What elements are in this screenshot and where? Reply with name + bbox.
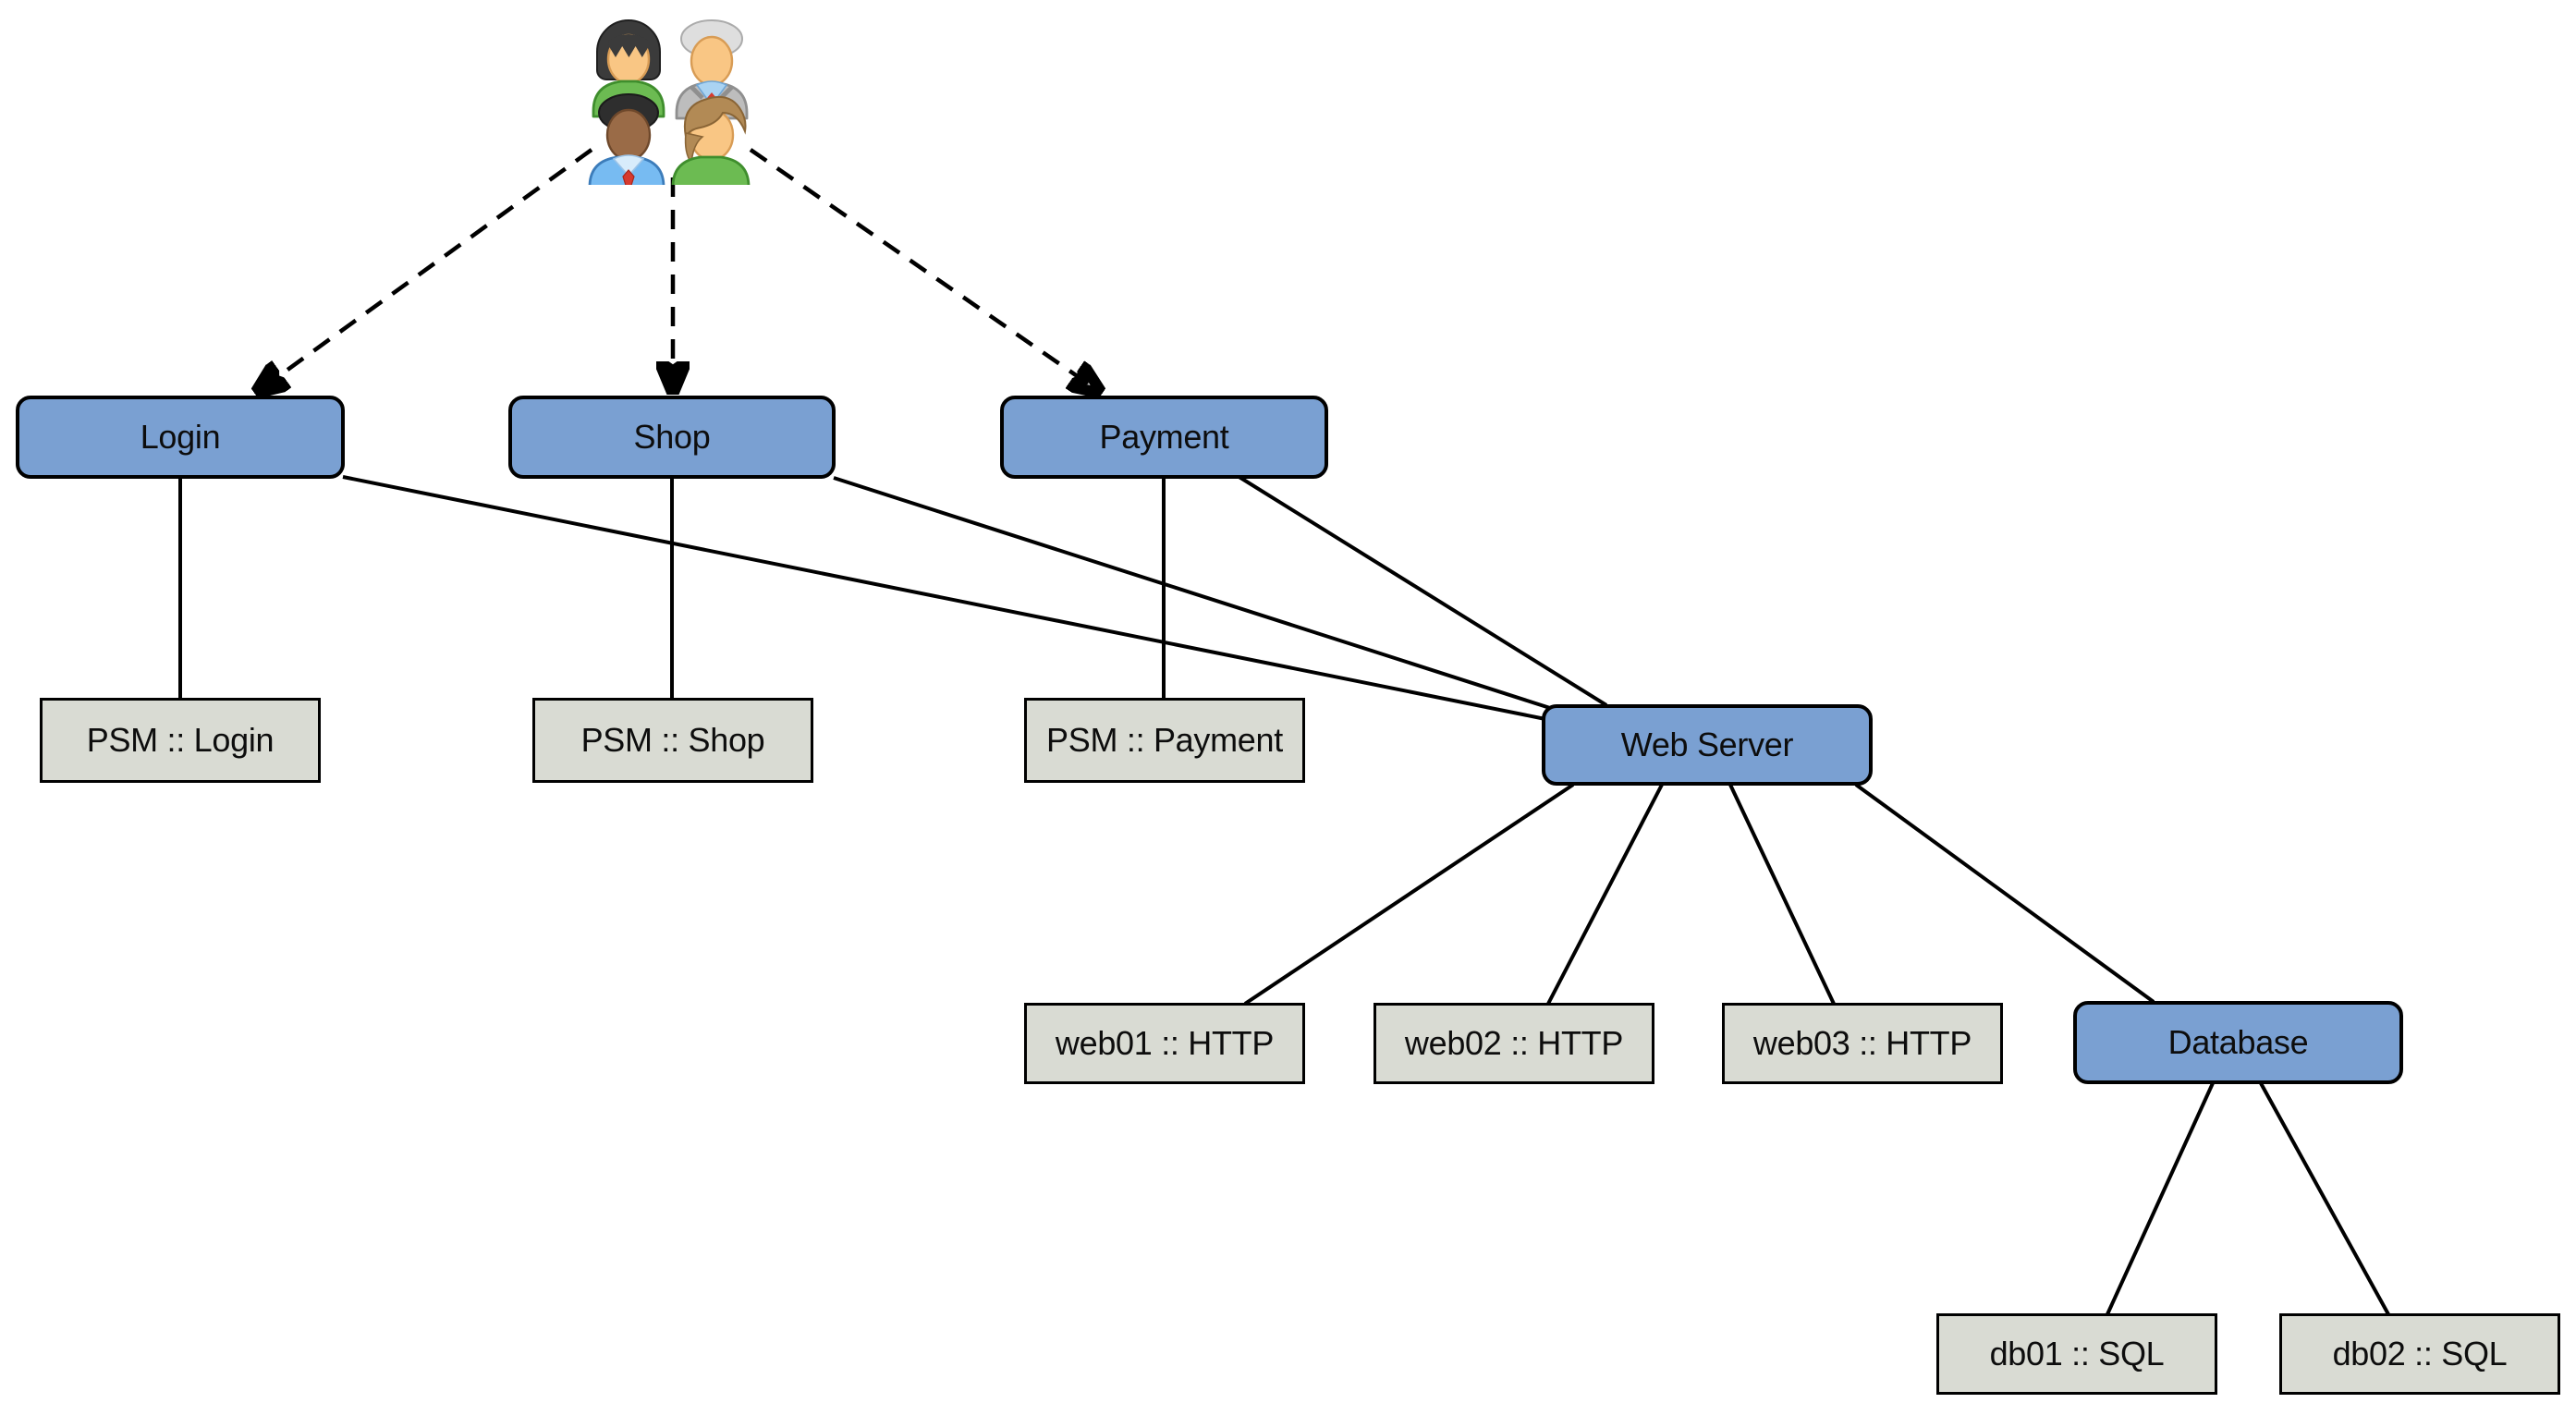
node-web01[interactable]: web01 :: HTTP: [1024, 1003, 1305, 1084]
node-database[interactable]: Database: [2073, 1001, 2403, 1084]
node-payment[interactable]: Payment: [1000, 396, 1328, 479]
node-web03[interactable]: web03 :: HTTP: [1722, 1003, 2003, 1084]
node-web02-label: web02 :: HTTP: [1404, 1024, 1624, 1062]
node-login[interactable]: Login: [16, 396, 345, 479]
edge-users-payment: [749, 148, 1100, 392]
edge-webserver-web01: [1243, 783, 1575, 1006]
node-shop-label: Shop: [633, 418, 711, 456]
node-db01[interactable]: db01 :: SQL: [1936, 1313, 2217, 1395]
edge-webserver-database: [1854, 783, 2155, 1004]
node-web01-label: web01 :: HTTP: [1055, 1024, 1275, 1062]
node-psm-login-label: PSM :: Login: [86, 721, 275, 759]
node-database-label: Database: [2167, 1023, 2309, 1061]
node-payment-label: Payment: [1099, 418, 1229, 456]
node-psm-shop[interactable]: PSM :: Shop: [532, 698, 813, 783]
node-web03-label: web03 :: HTTP: [1752, 1024, 1972, 1062]
node-psm-login[interactable]: PSM :: Login: [40, 698, 321, 783]
person-man-blue-shirt-icon: [588, 93, 665, 185]
edge-shop-webserver: [833, 476, 1554, 711]
edge-login-webserver: [342, 475, 1546, 721]
node-db02[interactable]: db02 :: SQL: [2279, 1313, 2560, 1395]
node-db02-label: db02 :: SQL: [2332, 1335, 2508, 1372]
node-psm-payment-label: PSM :: Payment: [1046, 721, 1283, 759]
edge-webserver-web03: [1728, 784, 1836, 1005]
node-login-label: Login: [140, 418, 221, 456]
node-web02[interactable]: web02 :: HTTP: [1373, 1003, 1654, 1084]
node-shop[interactable]: Shop: [508, 396, 836, 479]
users-group-icon: [588, 19, 751, 185]
edge-database-db01: [2106, 1082, 2215, 1315]
edge-payment-webserver: [1236, 474, 1608, 707]
node-webserver[interactable]: Web Server: [1542, 704, 1873, 786]
person-green-shirt-icon: [671, 96, 751, 185]
node-webserver-label: Web Server: [1620, 726, 1794, 763]
edge-users-login: [257, 148, 593, 392]
node-psm-shop-label: PSM :: Shop: [580, 721, 765, 759]
node-psm-payment[interactable]: PSM :: Payment: [1024, 698, 1305, 783]
node-db01-label: db01 :: SQL: [1989, 1335, 2165, 1372]
edge-webserver-web02: [1546, 784, 1664, 1005]
edge-database-db02: [2259, 1082, 2390, 1315]
